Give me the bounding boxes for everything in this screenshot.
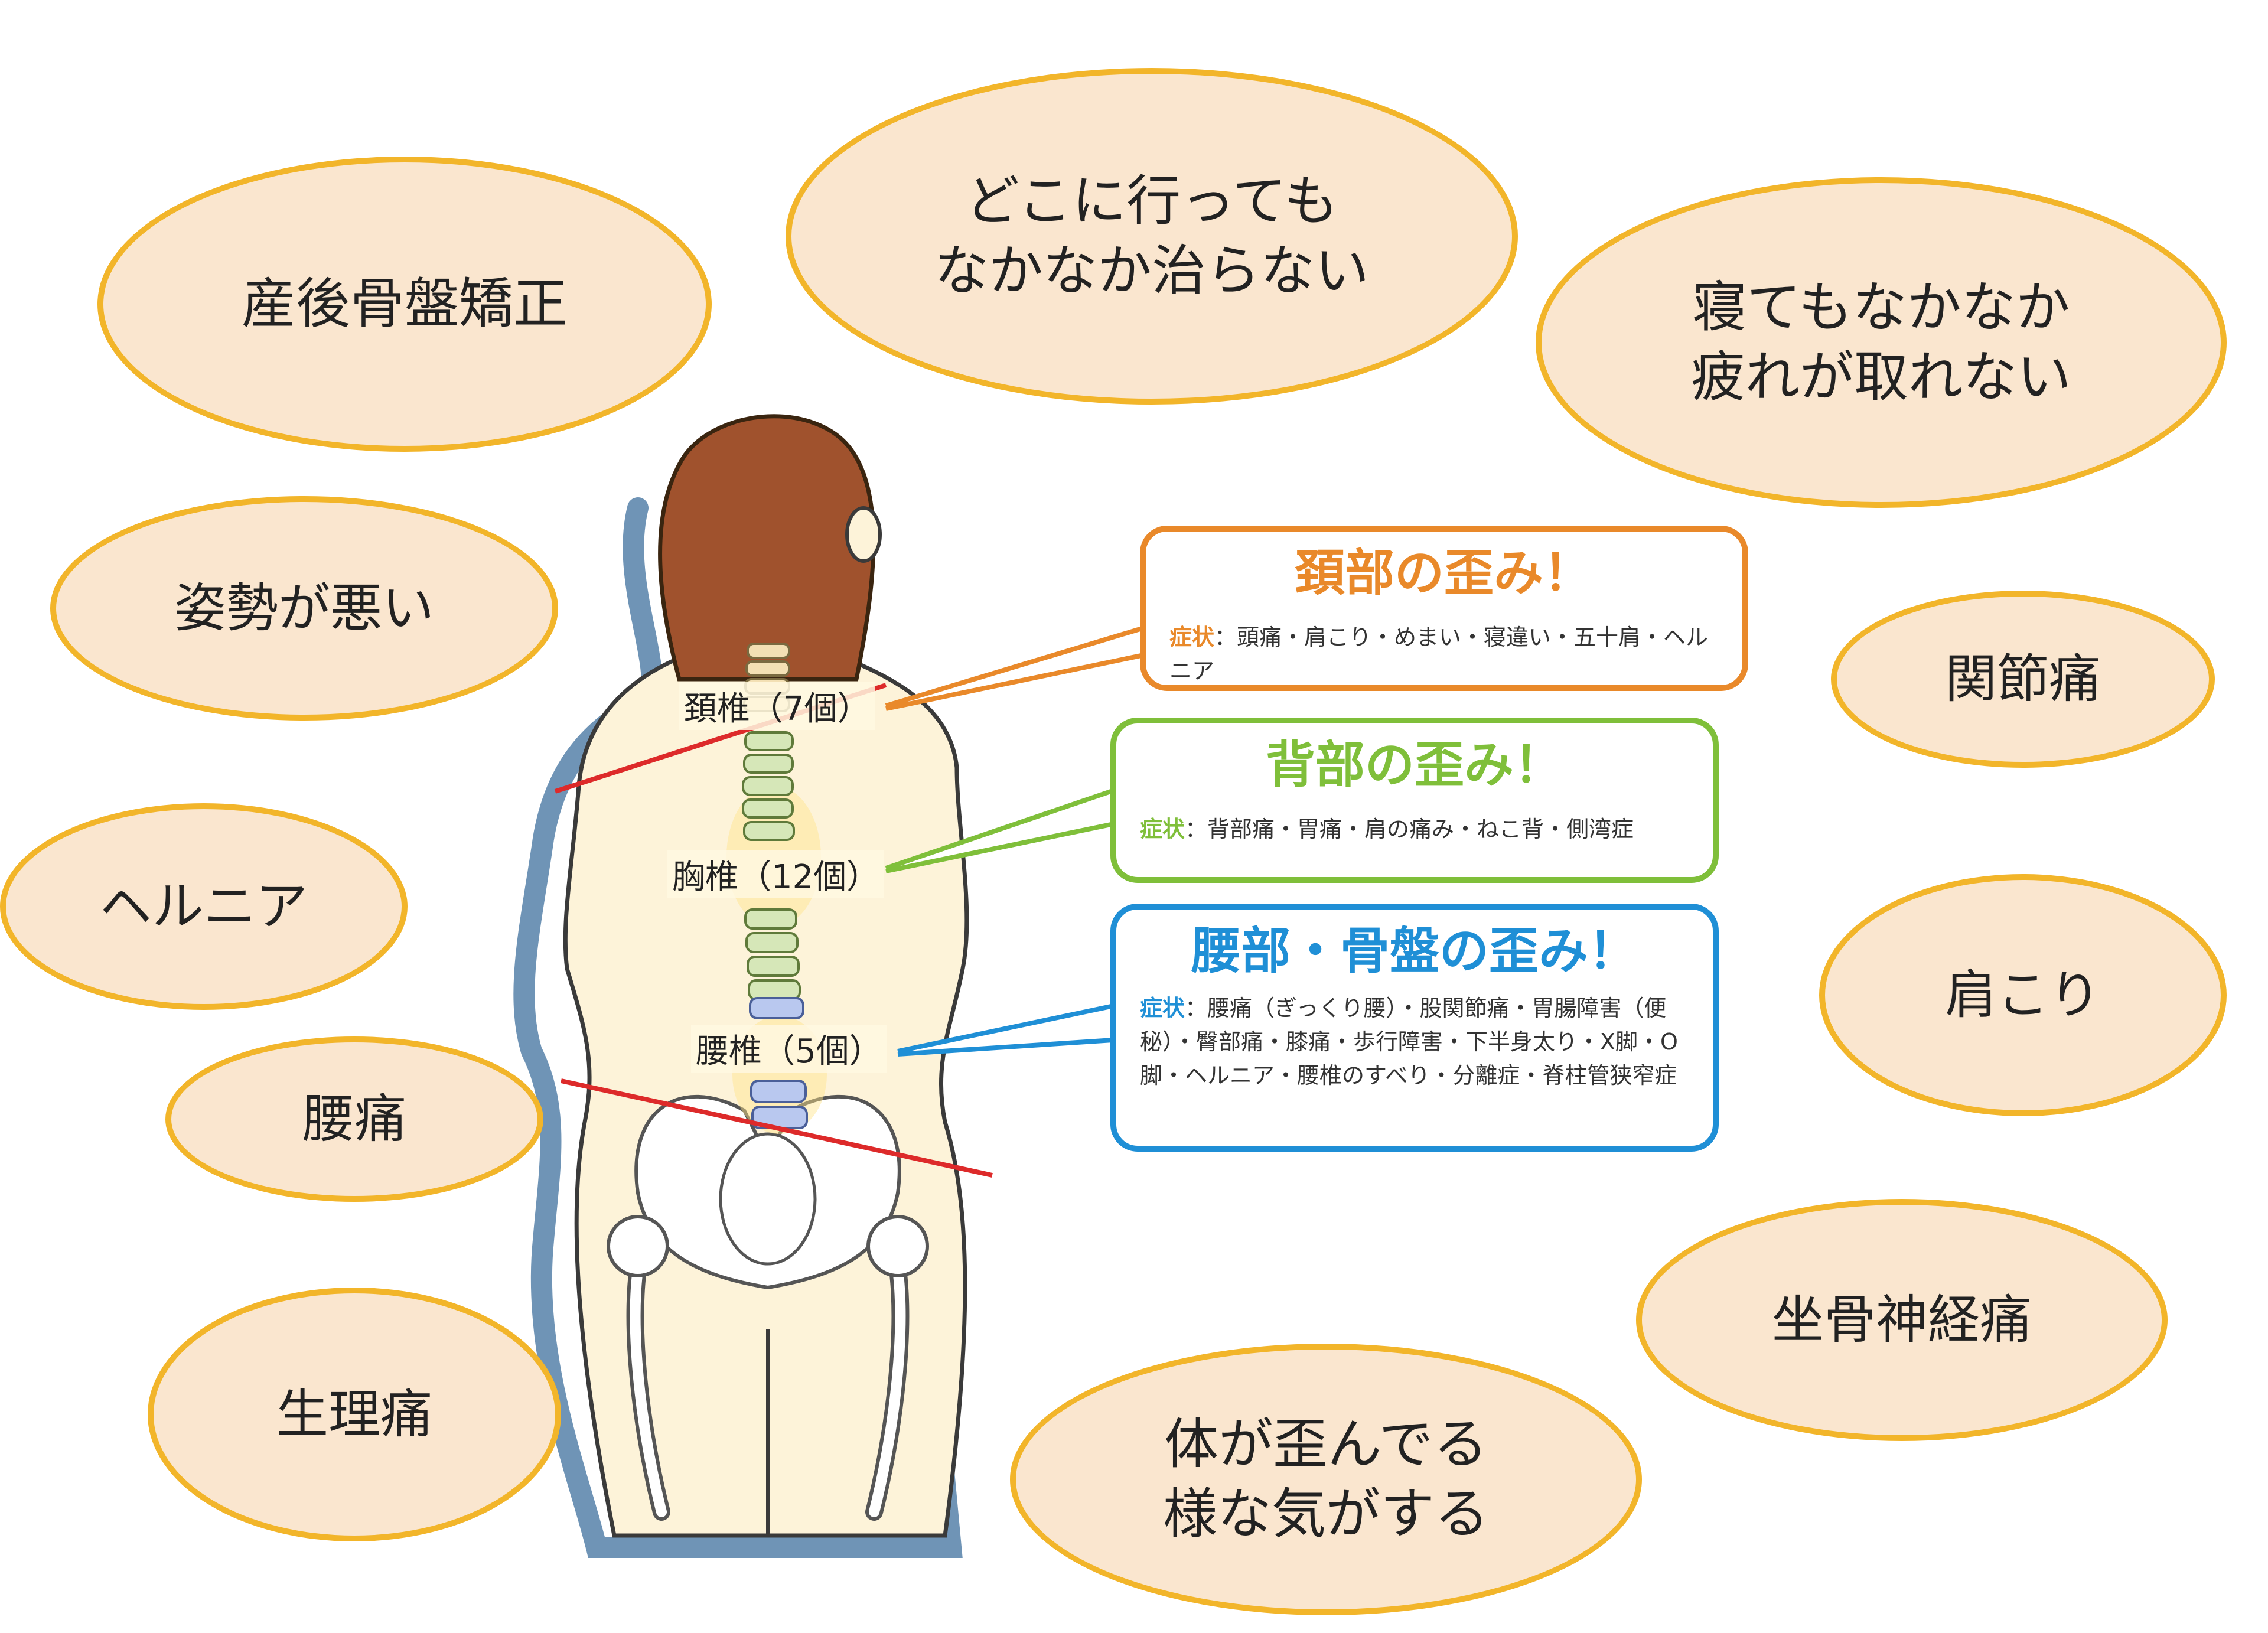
back-distortion-callout: 背部の歪み！ 症状：背部痛・胃痛・肩の痛み・ねこ背・側湾症 (1110, 718, 1719, 883)
cervical-label: 頚椎（7個） (679, 682, 875, 730)
neck-distortion-callout: 頚部の歪み！ 症状：頭痛・肩こり・めまい・寝違い・五十肩・ヘルニア (1140, 526, 1748, 691)
bubble-menstrual-pain: 生理痛 (148, 1288, 561, 1541)
bubble-stiff-shoulder: 肩こり (1819, 874, 2227, 1116)
thoracic-vertebrae (742, 731, 801, 1000)
back-symptom-label: 症状 (1140, 816, 1185, 842)
bubble-fatigue: 寝てもなかなか 疲れが取れない (1536, 177, 2227, 508)
hair (658, 414, 876, 682)
pelvis-tilt-line (561, 1078, 993, 1178)
neck-pointer (885, 618, 1172, 711)
waist-pelvis-distortion-callout: 腰部・骨盤の歪み！ 症状：腰痛（ぎっくり腰）・股関節痛・胃腸障害（便秘）・臀部痛… (1110, 904, 1719, 1152)
back-distortion-title: 背部の歪み！ (1265, 736, 1563, 794)
lumbar-vertebrae (749, 997, 808, 1129)
waist-pelvis-distortion-title: 腰部・骨盤の歪み！ (1191, 922, 1638, 980)
neck-symptom-label: 症状 (1169, 624, 1215, 650)
bubble-body-distorted: 体が歪んでる 様な気がする (1010, 1344, 1642, 1615)
waist-symptom-label: 症状 (1140, 995, 1185, 1021)
neck-distortion-title: 頚部の歪み！ (1295, 544, 1593, 602)
bubble-postpartum-pelvis: 産後骨盤矯正 (97, 157, 712, 452)
lumbar-label: 腰椎（5個） (691, 1025, 887, 1073)
thoracic-label: 胸椎（12個） (667, 850, 885, 898)
waist-symptoms: ：腰痛（ぎっくり腰）・股関節痛・胃腸障害（便秘）・臀部痛・膝痛・歩行障害・下半身… (1140, 995, 1678, 1088)
bubble-sciatica: 坐骨神経痛 (1636, 1199, 2168, 1441)
neck-symptoms: ：頭痛・肩こり・めまい・寝違い・五十肩・ヘルニア (1169, 624, 1709, 684)
bubble-anywhere-not-healed: どこに行っても なかなか治らない (786, 68, 1518, 405)
bubble-bad-posture: 姿勢が悪い (50, 496, 558, 721)
bubble-lower-back-pain: 腰痛 (165, 1036, 543, 1202)
bubble-joint-pain: 関節痛 (1831, 591, 2215, 768)
back-symptoms: ：背部痛・胃痛・肩の痛み・ねこ背・側湾症 (1185, 816, 1634, 842)
bubble-hernia: ヘルニア (0, 803, 408, 1010)
